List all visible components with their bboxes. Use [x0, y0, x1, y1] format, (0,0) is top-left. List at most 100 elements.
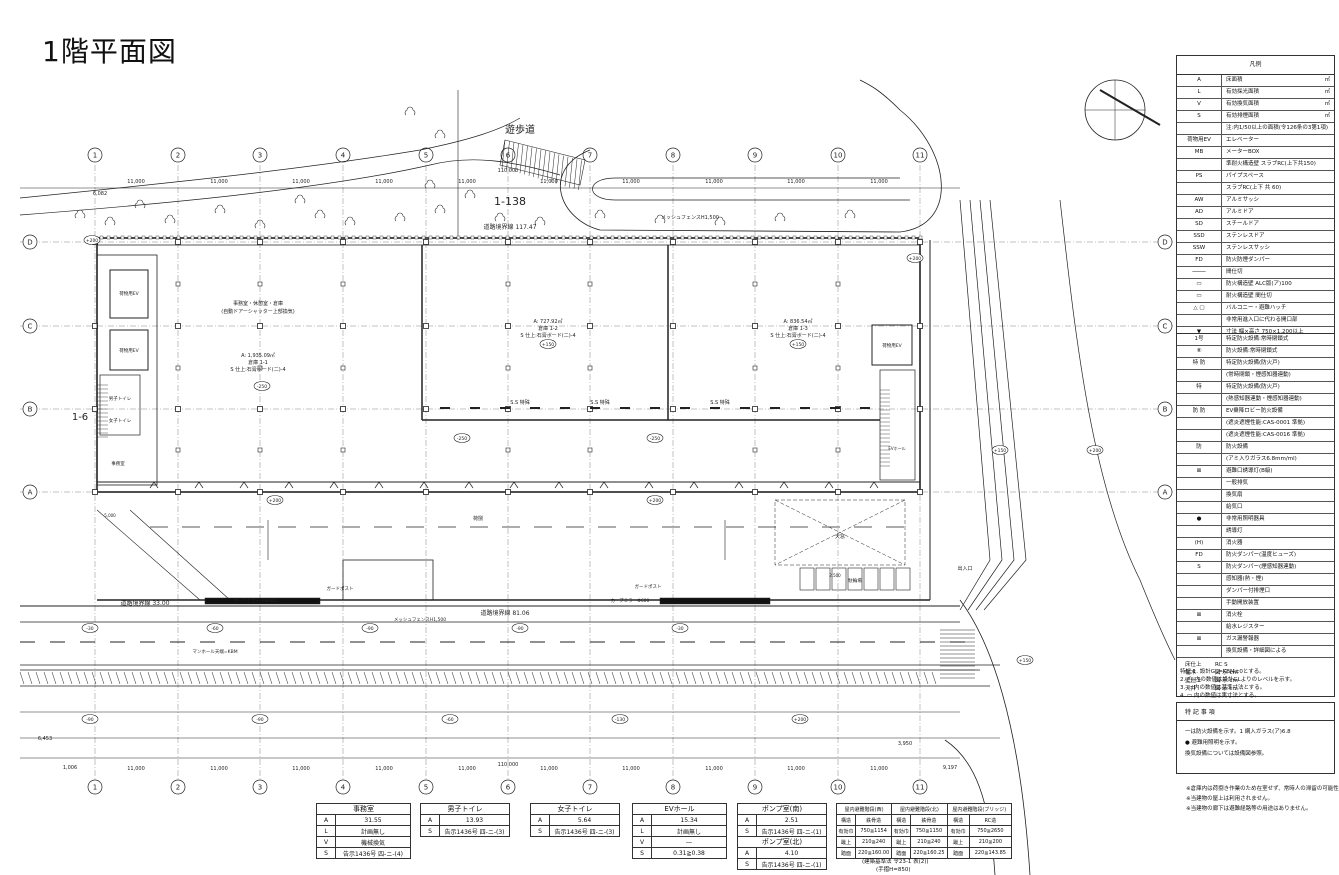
column-mark: [309, 235, 314, 240]
column-mark: [547, 235, 552, 240]
level-value: -60: [211, 626, 218, 632]
legend-row: (H)消火器: [1177, 538, 1334, 550]
table-title: 女子トイレ: [530, 803, 620, 815]
legend-key: ⊠: [1177, 466, 1222, 477]
manhole-label: マンホール天端=KBM: [192, 648, 237, 655]
level-value: -130: [615, 717, 625, 723]
column-mark: [183, 235, 188, 240]
legend-value: ステンレスドア: [1226, 233, 1265, 239]
table-header-row: 女子トイレ: [530, 803, 620, 815]
dim-span: 11,000: [622, 766, 640, 772]
legend-key: ●: [1177, 514, 1222, 525]
column-mark: [442, 235, 447, 240]
legend-value: 給気口: [1226, 504, 1243, 510]
legend-value: 特定防火設備(防火戸): [1226, 360, 1280, 366]
column-mark: [526, 235, 531, 240]
road-hatch: [771, 671, 777, 685]
road-hatch: [539, 671, 545, 685]
column-mark: [414, 235, 419, 240]
grid-bubble: [1157, 484, 1173, 500]
column: [340, 447, 346, 453]
dim-span: 11,000: [292, 179, 310, 185]
level-value: +200: [794, 717, 806, 723]
column-mark: [911, 235, 916, 240]
structural-column: [175, 239, 181, 245]
level-mark: [253, 381, 271, 391]
column-mark: [127, 235, 132, 240]
structural-column: [92, 323, 98, 329]
stair-tread: [510, 142, 515, 171]
column-mark: [582, 235, 587, 240]
bike-slot: [831, 567, 847, 591]
dim-total-bottom: 110,000: [498, 762, 519, 768]
grid-column-label: 8: [671, 152, 675, 160]
column-mark: [239, 235, 244, 240]
legend-value: エレベーター: [1226, 137, 1260, 143]
grid-bubble: [252, 779, 268, 795]
structural-column: [587, 489, 593, 495]
tree-symbol: [254, 219, 266, 229]
road-hatch: [203, 671, 209, 685]
legend-value: EV乗降ロビー防火設備: [1226, 408, 1283, 414]
structural-column: [423, 489, 429, 495]
level-value: +200: [1089, 448, 1101, 454]
legend-row: (アミ入りガラス6.8mm/ml): [1177, 454, 1334, 466]
road-hatch: [163, 671, 169, 685]
column-mark: [834, 235, 839, 240]
stair-tread: [515, 143, 519, 172]
road-hatch: [819, 671, 825, 685]
grid-bubble: [418, 779, 434, 795]
column-mark: [351, 235, 356, 240]
road-hatch: [523, 671, 529, 685]
dim-span: 11,000: [458, 179, 476, 185]
road-hatch: [795, 671, 801, 685]
stair-outline: [499, 139, 586, 186]
table-key: A: [530, 814, 550, 826]
column-mark: [883, 235, 888, 240]
grid-bubble: [747, 147, 763, 163]
column-mark: [134, 235, 139, 240]
grid-column-label: 7: [588, 784, 592, 792]
door-mark: [464, 481, 474, 489]
legend-key: 1号: [1177, 334, 1222, 345]
door-mark: [869, 481, 879, 489]
legend-key: PS: [1177, 171, 1222, 182]
column: [587, 447, 593, 453]
column-mark: [554, 235, 559, 240]
grid-bubble: [170, 147, 186, 163]
structural-column: [340, 239, 346, 245]
table-value: 告示1436号 四-ニ-(3): [549, 825, 620, 837]
legend-value: (熱感知器連動・煙感知器連動): [1226, 396, 1302, 402]
tree-symbol: [394, 212, 406, 222]
legend-key: MB: [1177, 147, 1222, 158]
column-mark: [610, 235, 615, 240]
tree-symbol: [424, 179, 436, 189]
grid-column-label: 3: [258, 784, 262, 792]
column-mark: [757, 235, 762, 240]
legend-key: [1177, 598, 1222, 609]
legend-value: 防火防煙ダンパー: [1226, 257, 1271, 263]
special-item: 一は防火設備を示す。1 網入ガラス(ア)6.8: [1185, 729, 1291, 735]
legend-row: 給気口: [1177, 502, 1334, 514]
level-value: -60: [446, 717, 453, 723]
level-value: +200: [86, 238, 98, 244]
column-mark: [204, 235, 209, 240]
shutter-label: S.S 特殊: [510, 399, 530, 406]
road-hatch: [531, 671, 537, 685]
structural-column: [340, 406, 346, 412]
guard-post-label: ガードポスト: [327, 585, 354, 592]
dim-span: 11,000: [870, 766, 888, 772]
structural-column: [670, 323, 676, 329]
room-area: A: 1,935.09㎡: [241, 352, 275, 359]
column: [835, 447, 841, 453]
level-value: -30: [676, 626, 683, 632]
column-mark: [519, 235, 524, 240]
structural-column: [340, 489, 346, 495]
road-hatch: [435, 671, 441, 685]
column-mark: [176, 235, 181, 240]
road-hatch: [923, 671, 929, 685]
level-value: +150: [994, 448, 1006, 454]
